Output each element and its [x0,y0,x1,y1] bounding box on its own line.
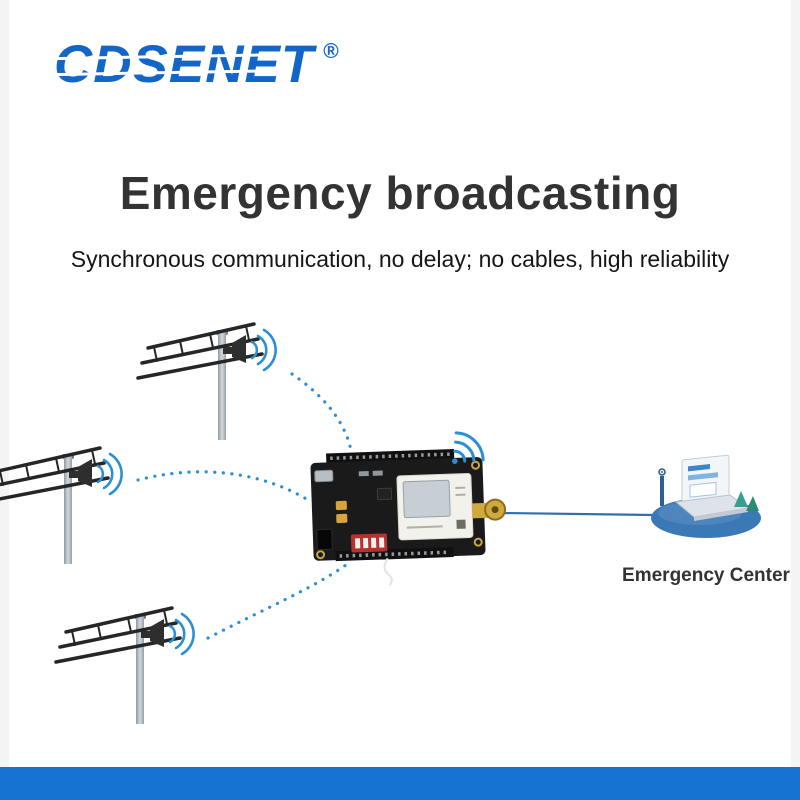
dotted-signal-path [136,470,310,502]
wired-link-line [501,511,655,517]
plant [734,491,748,507]
wire-antenna [383,557,393,586]
wifi-signal-icon [452,431,485,464]
pcb-lora-module [310,448,507,586]
page-subtitle: Synchronous communication, no delay; no … [70,246,730,272]
ic-chip [376,487,393,501]
footer-bar [0,767,800,800]
brand-logo: CDSENET ® [53,34,339,95]
left-edge-band [0,0,9,800]
signal-mast [660,476,664,506]
brand-logo-text: CDSENET [54,35,315,94]
right-edge-band [791,0,800,800]
sma-connector [471,502,489,519]
broadcast-tower-icon [0,446,124,566]
registered-trademark-icon: ® [323,40,339,63]
broadcast-tower-icon [136,322,278,442]
laptop-screen [681,454,730,503]
emergency-center-illustration [651,454,761,538]
usb-port [314,469,334,483]
dotted-signal-path [290,372,354,458]
capacitor [336,513,348,524]
broadcast-tower-icon [54,606,196,726]
page-title: Emergency broadcasting [119,167,681,219]
rf-shield [402,479,451,519]
connector-socket [316,528,333,551]
emergency-center-label: Emergency Center [622,565,790,586]
plant [746,496,759,511]
dotted-signal-path [206,560,352,640]
capacitor [335,500,347,511]
